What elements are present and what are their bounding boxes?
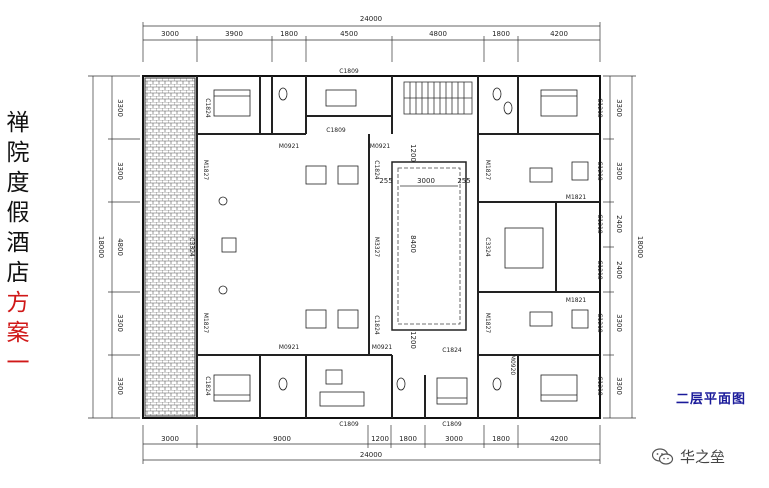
- window-label: C3324: [188, 237, 195, 257]
- window-label: C1809: [339, 68, 359, 75]
- door-label: M1827: [484, 160, 491, 181]
- title-char: 院: [6, 140, 30, 166]
- dim-right-seg: 2400: [615, 261, 623, 279]
- door-label: M0921: [279, 143, 300, 150]
- dim-top-total: 24000: [360, 15, 382, 23]
- watermark: 华之垒: [652, 446, 725, 467]
- dim-bottom-seg: 1800: [399, 435, 417, 443]
- dim-top-seg: 1800: [492, 30, 510, 38]
- dim-bottom-seg: 3000: [445, 435, 463, 443]
- walls: [196, 76, 600, 418]
- pool-dim: 1200: [409, 144, 417, 162]
- watermark-text: 华之垒: [680, 448, 726, 466]
- door-label: M1827: [484, 313, 491, 334]
- dim-top-seg: 4500: [340, 30, 358, 38]
- title-char-red: 方: [6, 290, 30, 316]
- roof-tile-strip: [144, 77, 196, 417]
- window-label: C3324: [484, 237, 491, 257]
- dim-right-seg: 3300: [615, 99, 623, 117]
- dim-left-seg: 3300: [116, 314, 124, 332]
- window-label: C1824: [204, 376, 211, 396]
- furniture: [213, 87, 589, 407]
- window-label: C1218: [596, 161, 603, 181]
- dim-right-seg: 3300: [615, 162, 623, 180]
- pool-dim: 1200: [409, 331, 417, 349]
- top-dimensions: [142, 22, 601, 62]
- dim-bottom-seg: 3000: [161, 435, 179, 443]
- dim-bottom-seg: 1800: [492, 435, 510, 443]
- dim-top-seg: 1800: [280, 30, 298, 38]
- door-label: M1821: [566, 297, 587, 304]
- door-label: M1821: [566, 194, 587, 201]
- dim-left-seg: 3300: [116, 99, 124, 117]
- window-label: C1218: [596, 98, 603, 118]
- dim-bottom-total: 24000: [360, 451, 382, 459]
- dim-left-seg: 3300: [116, 162, 124, 180]
- project-title: 禅 院 度 假 酒 店 方 案 一: [4, 108, 32, 378]
- dim-top-seg: 4200: [550, 30, 568, 38]
- dim-left-seg: 4800: [116, 238, 124, 256]
- dim-bottom-seg: 9000: [273, 435, 291, 443]
- title-char: 禅: [6, 110, 30, 136]
- door-label: M1827: [202, 160, 209, 181]
- door-label: M0920: [509, 355, 516, 376]
- title-char: 酒: [6, 230, 30, 256]
- dim-left-seg: 3300: [116, 377, 124, 395]
- pool-dim: 255: [379, 177, 392, 185]
- dim-bottom-seg: 4200: [550, 435, 568, 443]
- door-label: M0921: [279, 344, 300, 351]
- window-label: C1809: [326, 127, 346, 134]
- left-dimensions: [88, 75, 140, 419]
- window-label: C1809: [339, 421, 359, 428]
- dim-right-seg: 2400: [615, 215, 623, 233]
- pool-dim: 255: [457, 177, 470, 185]
- dim-right-seg: 3300: [615, 377, 623, 395]
- title-char: 假: [6, 200, 30, 226]
- door-label: M0921: [372, 344, 393, 351]
- window-label: C1824: [373, 160, 380, 180]
- window-label: C1218: [596, 214, 603, 234]
- door-label: M3327: [373, 237, 380, 258]
- wechat-icon: [652, 447, 674, 465]
- staircase: [403, 81, 473, 115]
- title-char: 度: [6, 170, 30, 196]
- dim-left-total: 18000: [97, 236, 105, 258]
- building-outline: [142, 75, 601, 419]
- dim-top-seg: 4800: [429, 30, 447, 38]
- title-char-red: 一: [6, 350, 30, 376]
- bottom-dimensions: [142, 425, 601, 464]
- window-label: C1218: [596, 313, 603, 333]
- door-label: M1827: [202, 313, 209, 334]
- door-label: M0921: [370, 143, 391, 150]
- window-label: C1824: [204, 98, 211, 118]
- window-label: C1218: [596, 260, 603, 280]
- dim-top-seg: 3000: [161, 30, 179, 38]
- title-char: 店: [6, 260, 30, 286]
- window-label: C1809: [442, 421, 462, 428]
- pool-dim: 3000: [417, 177, 435, 185]
- dim-right-total: 18000: [636, 236, 644, 258]
- title-char-red: 案: [6, 320, 30, 346]
- dim-bottom-seg: 1200: [371, 435, 389, 443]
- right-dimensions: [603, 75, 636, 419]
- pool-dim: 8400: [409, 235, 417, 253]
- floor-plan-title: 二层平面图: [676, 392, 747, 407]
- dim-right-seg: 3300: [615, 314, 623, 332]
- pool: [391, 161, 467, 331]
- window-label: C1218: [596, 376, 603, 396]
- window-label: C1824: [442, 347, 462, 354]
- window-label: C1824: [373, 315, 380, 335]
- dim-top-seg: 3900: [225, 30, 243, 38]
